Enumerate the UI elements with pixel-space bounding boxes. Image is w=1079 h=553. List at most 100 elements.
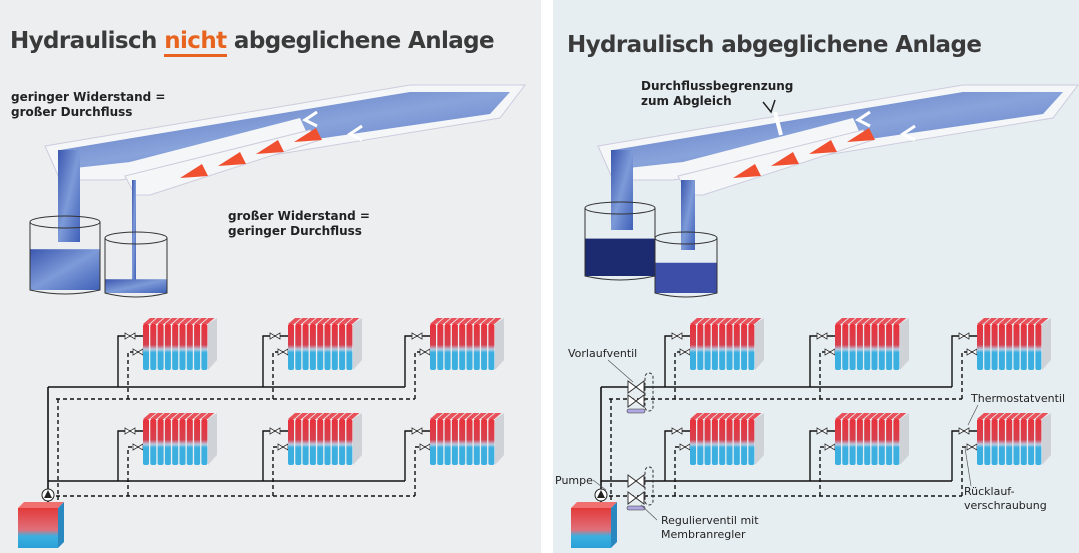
radiator-fin: [1035, 324, 1042, 370]
radiator-fin: [719, 324, 726, 370]
radiator-fin-top: [871, 318, 885, 324]
return-pipe: [414, 351, 430, 399]
radiator-fin: [719, 419, 726, 465]
radiator-fin-top: [309, 413, 323, 419]
balanced-diagram: [571, 84, 1079, 548]
unbalanced-system-panel: Hydraulisch nicht abgeglichene Anlage ge…: [0, 0, 541, 553]
radiator-fin-top: [690, 413, 703, 419]
radiator-fin: [864, 324, 871, 370]
radiator: [835, 318, 909, 370]
radiator-fin-top: [1013, 318, 1027, 324]
radiator-fin-top: [295, 413, 309, 419]
radiator-fin-top: [201, 413, 215, 419]
boiler: [571, 508, 611, 548]
valve-icon: [679, 348, 691, 356]
radiator-fin: [1020, 324, 1027, 370]
radiator-fin: [430, 324, 436, 370]
radiator-fin: [317, 324, 324, 370]
radiator-fin-top: [1035, 318, 1049, 324]
radiator-fin-top: [886, 318, 900, 324]
radiator-fin-top: [430, 413, 443, 419]
radiator-fin-top: [871, 413, 885, 419]
radiator-fin-top: [179, 318, 193, 324]
radiator-fin-top: [878, 318, 892, 324]
radiator-fin: [726, 419, 733, 465]
radiator-fin-top: [179, 413, 193, 419]
label-line: geringer Durchfluss: [228, 224, 362, 238]
thermostat-valve-label: Thermostatventil: [971, 392, 1066, 405]
radiator-fin: [346, 419, 353, 465]
radiator-fin-top: [690, 318, 703, 324]
radiator-fin: [437, 324, 444, 370]
panel-title: Hydraulisch abgeglichene Anlage: [567, 32, 982, 58]
radiator-fin-top: [1006, 413, 1020, 419]
balanced-system-panel: Hydraulisch abgeglichene Anlage Durchflu…: [553, 0, 1079, 553]
radiator-fin-top: [164, 318, 178, 324]
radiator-fin: [201, 324, 208, 370]
radiator-fin-top: [451, 413, 465, 419]
valve-icon: [411, 427, 423, 435]
radiator-fin-top: [324, 413, 338, 419]
leader-line: [967, 404, 979, 426]
radiator-fin: [741, 419, 748, 465]
return-pipe: [272, 446, 288, 496]
radiator-fin-top: [481, 413, 495, 419]
radiator-fin-top: [339, 318, 353, 324]
radiator-fin-top: [346, 318, 360, 324]
radiator-fin-top: [1028, 413, 1042, 419]
radiator-fin: [998, 324, 1005, 370]
label-line: Durchflussbegrenzung: [641, 79, 794, 93]
pump-arrow: [44, 490, 52, 498]
radiator-fin: [194, 419, 201, 465]
radiator-fin: [331, 419, 338, 465]
radiator-fin: [748, 419, 755, 465]
flow-arrow-icon: [855, 110, 871, 128]
radiator-fin-top: [437, 318, 451, 324]
radiator-fin: [704, 324, 711, 370]
radiator-fin-top: [444, 413, 458, 419]
supply-pipe: [809, 335, 835, 387]
radiator-fin: [741, 324, 748, 370]
radiator-fin-top: [473, 413, 487, 419]
radiator-fin: [893, 324, 900, 370]
radiator-fin-top: [991, 318, 1005, 324]
radiator-side: [208, 413, 217, 465]
radiator-side: [495, 318, 504, 370]
radiator-fin: [451, 324, 458, 370]
radiator-fin-top: [186, 413, 200, 419]
radiator: [835, 413, 909, 465]
supply-pipe: [117, 430, 143, 481]
radiator-fin: [295, 419, 302, 465]
unbalanced-diagram: [18, 84, 527, 548]
valve-icon: [679, 443, 691, 451]
return-fitting-label: Rücklauf- verschraubung: [964, 485, 1047, 513]
radiator-fin-top: [459, 318, 473, 324]
radiator-fin: [886, 419, 893, 465]
radiator-fin-top: [704, 318, 718, 324]
radiator-fin: [878, 419, 885, 465]
bucket-water: [585, 238, 655, 276]
radiator-fin: [1020, 419, 1027, 465]
boiler-top: [18, 502, 64, 508]
radiator-fin-top: [295, 318, 309, 324]
radiator-fin: [711, 324, 718, 370]
radiator-fin: [1013, 324, 1020, 370]
radiator-fin: [143, 419, 149, 465]
flow-arrow-icon: [347, 124, 363, 142]
return-pipe: [819, 351, 835, 399]
radiator-fin-top: [998, 318, 1012, 324]
radiator-fin-top: [1028, 318, 1042, 324]
label-line: großer Durchfluss: [11, 105, 133, 119]
radiator-fin-top: [302, 413, 316, 419]
bucket-water: [105, 279, 167, 293]
supply-pipe: [951, 430, 977, 481]
radiator-fin-top: [466, 318, 480, 324]
radiator-fin: [172, 324, 179, 370]
bucket-water: [655, 262, 717, 293]
bucket-rim: [584, 201, 656, 215]
supply-pipe: [404, 335, 430, 387]
radiator-side: [1042, 318, 1051, 370]
radiator-fin: [991, 324, 998, 370]
radiator-fin: [991, 419, 998, 465]
radiator-fin: [481, 419, 488, 465]
